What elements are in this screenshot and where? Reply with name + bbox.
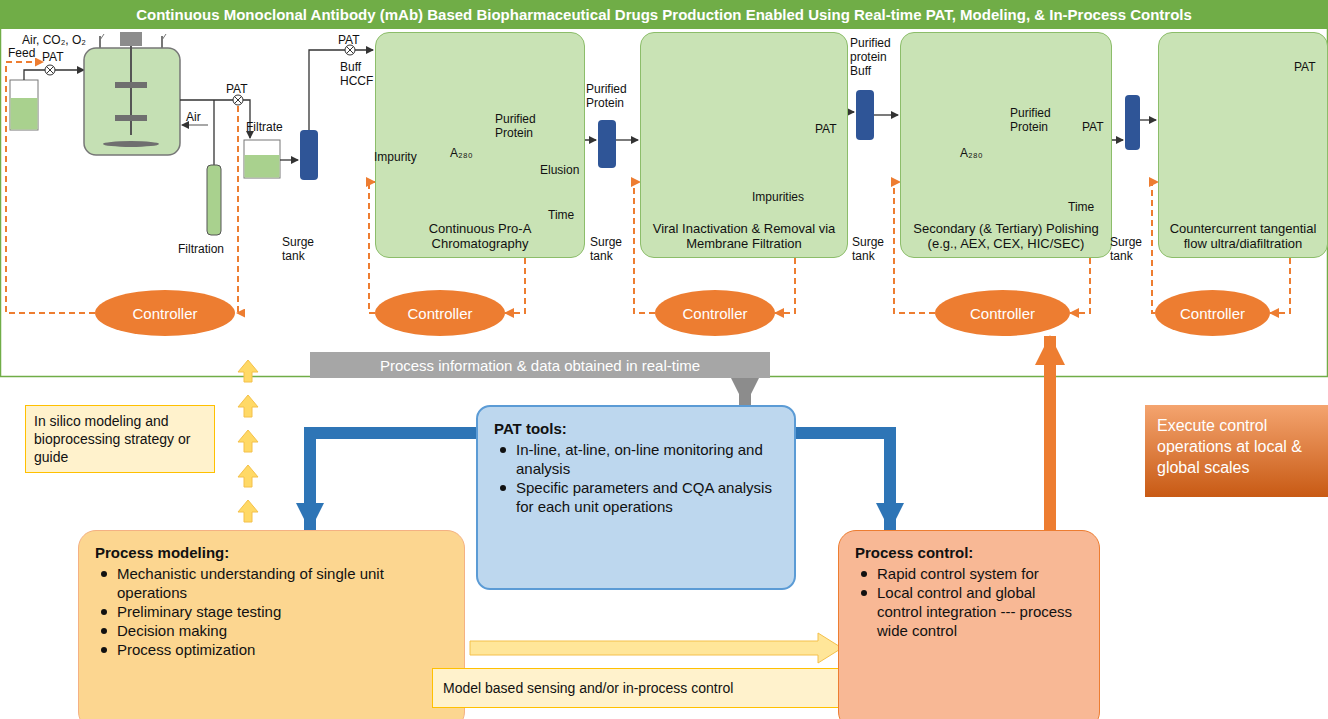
node-text: Model based sensing and/or in-process co…: [443, 680, 733, 696]
node-text: Process optimization: [117, 640, 255, 659]
title-band: Continuous Monoclonal Antibody (mAb) Bas…: [0, 0, 1328, 29]
unit-operation-box: Secondary (& Tertiary) Polishing (e.g., …: [900, 32, 1112, 258]
annotation-label: Elusion: [540, 163, 579, 177]
node-text: Rapid control system for: [877, 564, 1039, 583]
annotation-label: Purified Protein: [1010, 106, 1075, 134]
node-text: Process modeling:: [95, 543, 448, 562]
controller-ellipse: Controller: [655, 290, 775, 336]
bullet-dot: [101, 571, 107, 577]
node-text: PAT tools:: [494, 419, 778, 438]
node-text: Viral Inactivation & Removal via Membran…: [645, 221, 843, 251]
pat-tools-box: PAT tools: In-line, at-line, on-line moni…: [476, 405, 796, 590]
connector: [310, 433, 476, 530]
annotation-label: Air: [186, 110, 201, 124]
annotation-label: Time: [548, 208, 574, 222]
connector: [739, 378, 751, 405]
annotation-label: Surge tank: [1110, 235, 1144, 263]
connector: [1270, 258, 1290, 313]
annotation-label: Feed: [8, 46, 35, 60]
modeling-box: Process modeling: Mechanistic understandi…: [78, 530, 465, 719]
bullet-dot: [861, 571, 867, 577]
note-box: Model based sensing and/or in-process co…: [432, 668, 842, 708]
annotation-label: PAT: [1082, 120, 1104, 134]
annotation-label: PAT: [42, 50, 64, 64]
annotation-label: Surge tank: [282, 235, 316, 263]
annotation-label: A₂₈₀: [960, 146, 983, 160]
node-text: Countercurrent tangential flow ultra/dia…: [1163, 221, 1323, 251]
node-text: In-line, at-line, on-line monitoring and…: [516, 440, 778, 478]
annotation-label: Purified Protein: [586, 82, 641, 110]
controller-ellipse: Controller: [935, 290, 1070, 336]
annotation-label: PAT: [338, 33, 360, 47]
node-text: Controller: [407, 305, 472, 322]
controller-ellipse: Controller: [1155, 290, 1270, 336]
execute-box: Execute control operations at local & gl…: [1145, 405, 1328, 497]
node-text: Process control:: [855, 543, 1083, 562]
process-control-box: Process control: Rapid control system for…: [838, 530, 1100, 719]
bullet-row: Decision making: [101, 621, 448, 640]
annotation-label: Purified Protein: [495, 112, 557, 140]
note-box: In silico modeling and bioprocessing str…: [25, 405, 215, 473]
bullet-row: Specific parameters and CQA analysis for…: [500, 478, 778, 516]
info-bar: Process information & data obtained in r…: [310, 352, 770, 378]
bullet-row: In-line, at-line, on-line monitoring and…: [500, 440, 778, 478]
annotation-label: Air, CO₂, O₂: [22, 33, 86, 47]
bullet-row: Local control and global control integra…: [861, 583, 1083, 640]
node-text: Continuous Pro-A Chromatography: [380, 221, 580, 251]
node-text: Local control and global control integra…: [877, 583, 1083, 640]
annotation-label: Filtrate: [246, 120, 283, 134]
connector: [775, 258, 795, 313]
bullet-row: Preliminary stage testing: [101, 602, 448, 621]
connector: [505, 258, 525, 313]
annotation-label: Surge tank: [852, 235, 886, 263]
bullet-row: Process optimization: [101, 640, 448, 659]
bullet-dot: [861, 590, 867, 596]
connector: [1070, 258, 1090, 313]
node-text: Controller: [1180, 305, 1245, 322]
node-text: Execute control operations at local & gl…: [1157, 415, 1316, 478]
node-text: In silico modeling and bioprocessing str…: [34, 412, 206, 466]
controller-ellipse: Controller: [95, 290, 235, 336]
bullet-dot: [101, 647, 107, 653]
unit-operation-box: Viral Inactivation & Removal via Membran…: [640, 32, 848, 258]
node-text: Controller: [970, 305, 1035, 322]
bullet-dot: [101, 628, 107, 634]
connector: [1044, 336, 1056, 530]
annotation-label: Impurity: [374, 150, 417, 164]
annotation-label: PAT: [226, 82, 248, 96]
node-text: Specific parameters and CQA analysis for…: [516, 478, 778, 516]
annotation-label: Time: [1068, 200, 1094, 214]
node-text: Controller: [682, 305, 747, 322]
bullet-row: Mechanistic understanding of single unit…: [101, 564, 448, 602]
node-text: Controller: [132, 305, 197, 322]
bullet-dot: [500, 485, 506, 491]
bullet-dot: [500, 447, 506, 453]
connector: [796, 433, 890, 530]
annotation-label: A₂₈₀: [450, 146, 473, 160]
controller-ellipse: Controller: [375, 290, 505, 336]
node-text: Secondary (& Tertiary) Polishing (e.g., …: [905, 221, 1107, 251]
bullet-dot: [101, 609, 107, 615]
annotation-label: Purified protein Buff: [850, 36, 898, 78]
node-text: Process information & data obtained in r…: [380, 357, 700, 374]
annotation-label: Filtration: [178, 242, 224, 256]
node-text: Decision making: [117, 621, 227, 640]
node-text: Preliminary stage testing: [117, 602, 281, 621]
annotation-label: Impurities: [752, 190, 804, 204]
unit-operation-box: Continuous Pro-A Chromatography: [375, 32, 585, 258]
annotation-label: PAT: [815, 122, 837, 136]
annotation-label: PAT: [1294, 60, 1316, 74]
title-text: Continuous Monoclonal Antibody (mAb) Bas…: [136, 6, 1192, 23]
annotation-label: Buff HCCF: [340, 60, 372, 88]
annotation-label: Surge tank: [590, 235, 624, 263]
bullet-row: Rapid control system for: [861, 564, 1083, 583]
node-text: Mechanistic understanding of single unit…: [117, 564, 448, 602]
